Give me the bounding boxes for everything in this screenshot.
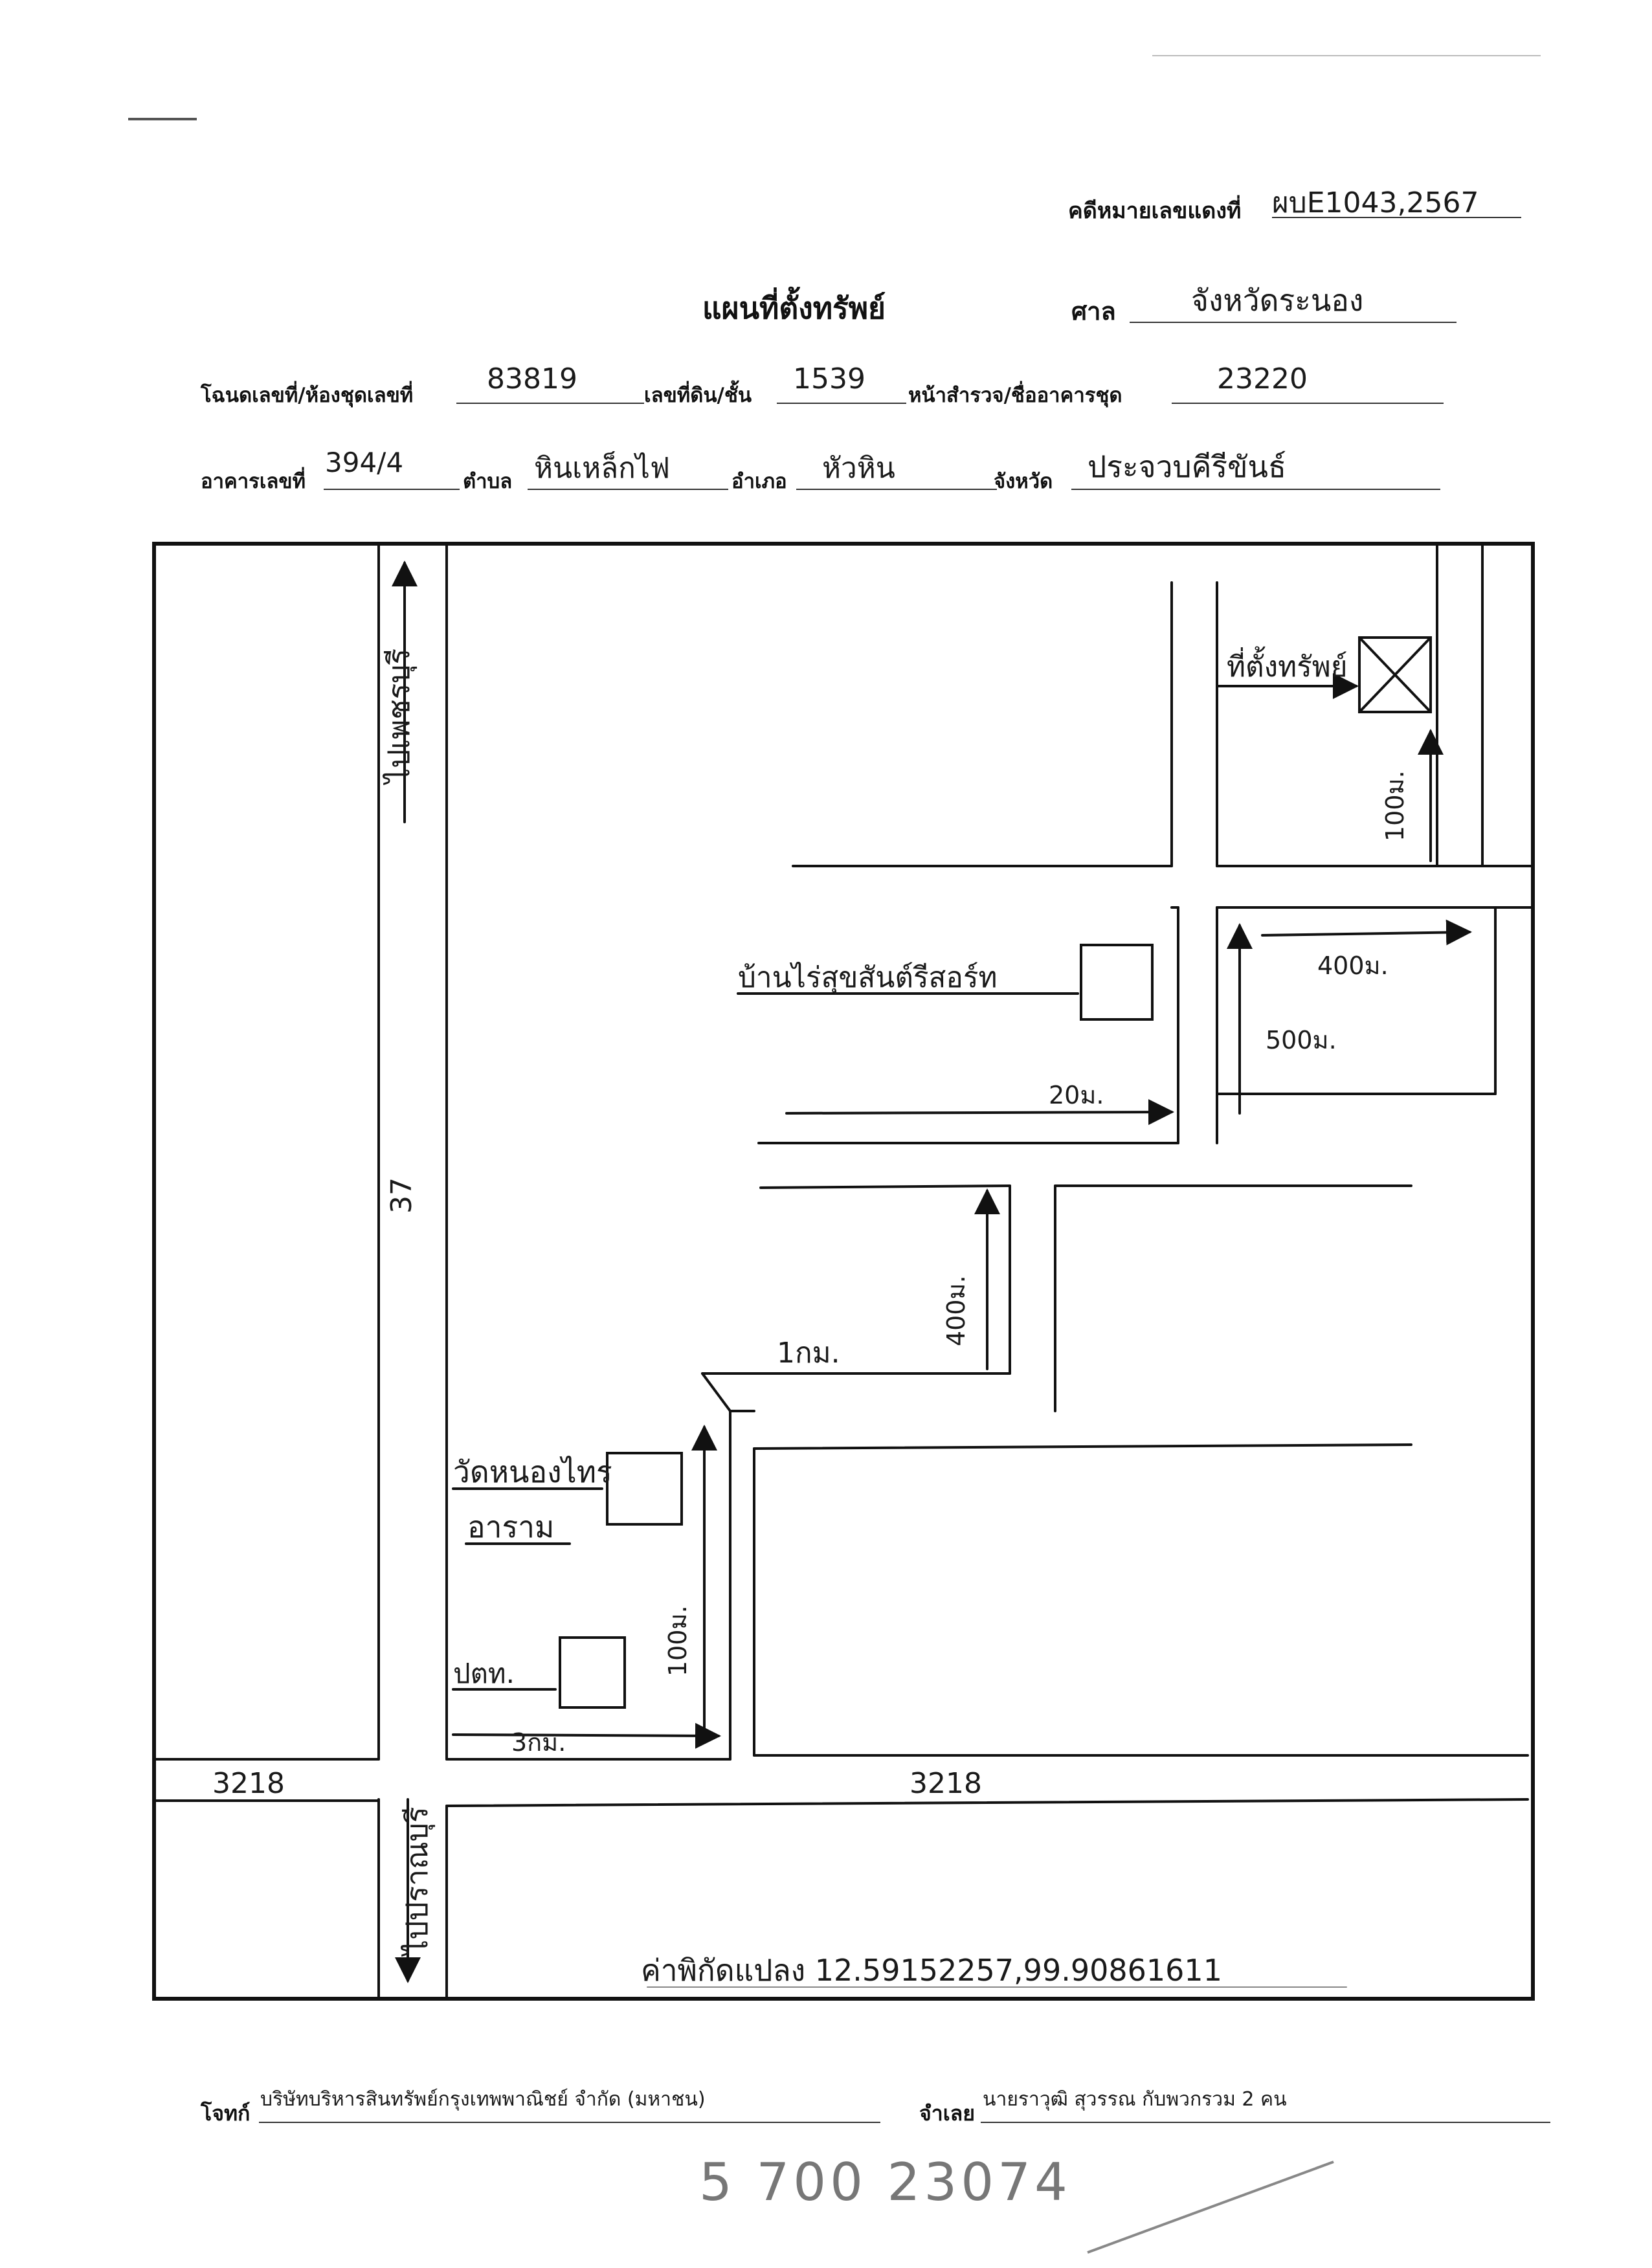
document-title: แผนที่ตั้งทรัพย์ xyxy=(702,291,886,326)
top-rule xyxy=(1152,55,1541,56)
road-3218-left-label: 3218 xyxy=(212,1767,285,1800)
road3218-bottom-right xyxy=(445,1798,1529,1807)
dist-400m-right: 400ม. xyxy=(1317,951,1389,980)
court-blank xyxy=(1130,322,1457,323)
district-blank xyxy=(796,489,997,490)
defendant-label: จำเลย xyxy=(919,2101,976,2126)
handwritten-note: 5 700 23074 xyxy=(699,2152,1071,2212)
province-blank xyxy=(1071,489,1440,490)
plaintiff-value: บริษัทบริหารสินทรัพย์กรุงเทพพาณิชย์ จำกั… xyxy=(260,2088,706,2111)
building-value: 394/4 xyxy=(325,447,404,478)
dist-500m: 500ม. xyxy=(1266,1026,1337,1054)
soi-a-south-edge xyxy=(753,1443,1412,1450)
dist-400m-mid: 400ม. xyxy=(942,1275,970,1346)
district-value: หัวหิน xyxy=(822,452,895,485)
subdistrict-blank xyxy=(528,489,728,490)
resort-building xyxy=(1080,944,1154,1021)
deed-blank xyxy=(456,403,644,404)
land-no-value: 1539 xyxy=(793,362,865,395)
dist-3km: 3กม. xyxy=(511,1728,566,1757)
temple-label-2: อาราม xyxy=(467,1509,554,1544)
survey-blank xyxy=(1172,403,1444,404)
case-number-blank xyxy=(1272,217,1521,218)
road-south-label: ไปปราณบุรี xyxy=(399,1807,436,1957)
subdistrict-value: หินเหล็กไฟ xyxy=(534,452,671,485)
arrow-3km xyxy=(452,1722,721,1749)
province-label: จังหวัด xyxy=(994,470,1053,493)
road-3218-right-label: 3218 xyxy=(910,1767,982,1800)
court-value: จังหวัดระนอง xyxy=(1191,283,1364,318)
building-blank xyxy=(324,489,460,490)
province-value: ประจวบคีรีขันธ์ xyxy=(1088,449,1287,484)
survey-label: หน้าสำรวจ/ชื่ออาคารชุด xyxy=(908,384,1122,407)
deed-value: 83819 xyxy=(487,362,577,395)
survey-value: 23220 xyxy=(1217,362,1308,395)
road-north-label: ไปเพชรบุรี xyxy=(381,649,418,786)
temple-label-1: วัดหนองไทร xyxy=(453,1454,612,1489)
case-number-value: ผบE1043,2567 xyxy=(1272,186,1479,219)
plaintiff-label: โจทก์ xyxy=(201,2101,251,2126)
note-slash xyxy=(1087,2161,1334,2254)
case-number-label: คดีหมายเลขแดงที่ xyxy=(1068,198,1242,224)
land-no-label: เลขที่ดิน/ชั้น xyxy=(644,384,752,407)
map-frame xyxy=(152,542,1535,2001)
defendant-blank xyxy=(981,2122,1550,2123)
ptt-label: ปตท. xyxy=(453,1658,515,1689)
land-no-blank xyxy=(777,403,906,404)
plaintiff-blank xyxy=(259,2122,880,2123)
deed-label: โฉนดเลขที่/ห้องชุดเลขที่ xyxy=(201,384,414,407)
dist-1km: 1กม. xyxy=(777,1337,840,1370)
landmark-resort: บ้านไร่สุขสันต์รีสอร์ท xyxy=(738,961,997,995)
defendant-value: นายราวุฒิ สุวรรณ กับพวกรวม 2 คน xyxy=(983,2088,1287,2111)
coordinates-label: ค่าพิกัดแปลง 12.59152257,99.90861611 xyxy=(641,1953,1222,1988)
dist-100m-top: 100ม. xyxy=(1381,770,1409,841)
arrow-400m-right xyxy=(1261,919,1472,946)
court-label: ศาล xyxy=(1071,297,1116,326)
property-label: ที่ตั้งทรัพย์ xyxy=(1227,646,1347,684)
road-37-label: 37 xyxy=(385,1177,418,1214)
subdistrict-label: ตำบล xyxy=(463,470,513,493)
ptt-building xyxy=(559,1636,626,1709)
top-left-mark xyxy=(128,118,197,120)
dist-20m: 20ม. xyxy=(1049,1081,1104,1109)
district-label: อำเภอ xyxy=(731,470,787,493)
temple-building xyxy=(606,1452,683,1526)
dist-100m-left: 100ม. xyxy=(664,1605,692,1676)
building-label: อาคารเลขที่ xyxy=(201,470,306,493)
property-marker xyxy=(1358,636,1432,713)
upper-soi-top xyxy=(759,1184,1011,1189)
arrow-20m xyxy=(785,1099,1174,1126)
soi-a-corner xyxy=(701,1372,731,1412)
